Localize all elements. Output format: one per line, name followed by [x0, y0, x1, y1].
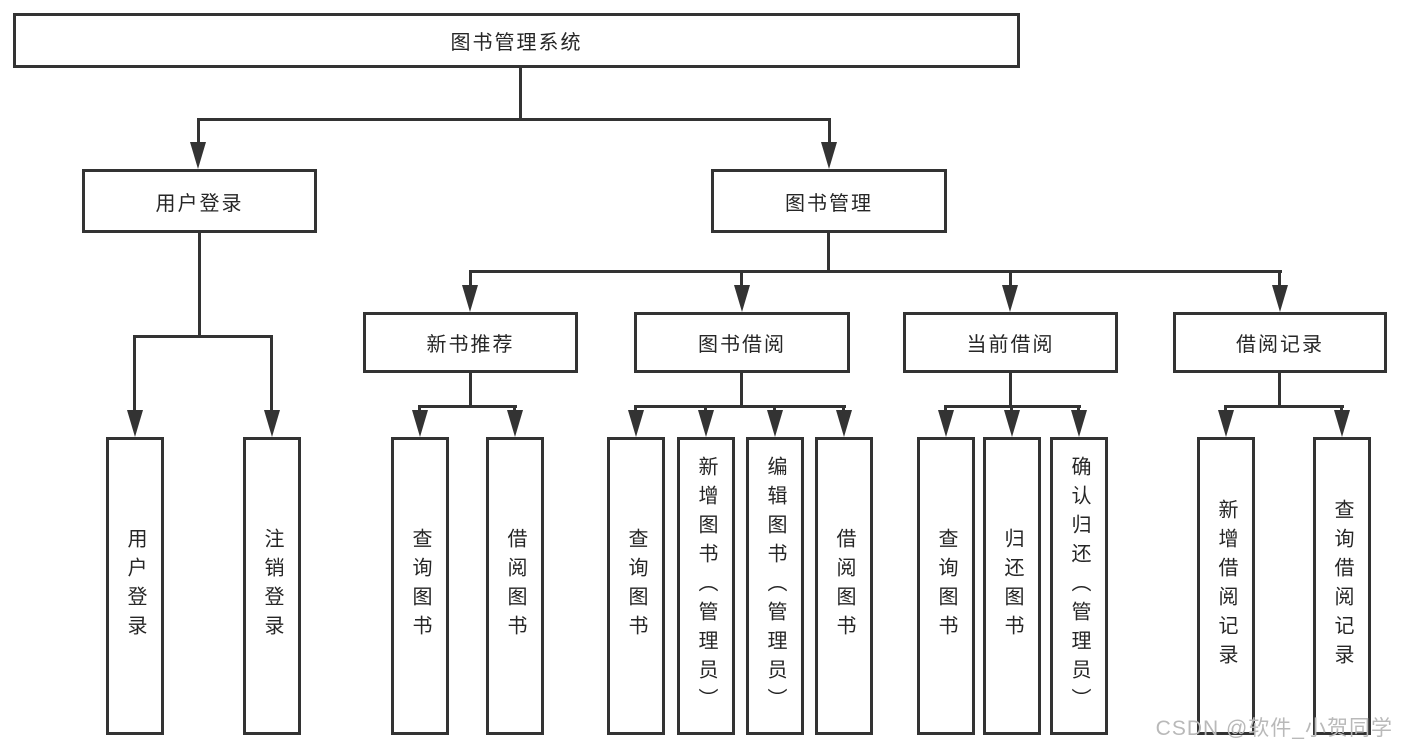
leaf-query-books-current-label: 查询图书	[935, 528, 957, 644]
arrowhead-g3-leaf4	[836, 410, 852, 437]
leaf-user-login: 用户登录	[106, 437, 164, 735]
connector-root-stem	[519, 68, 522, 118]
connector-g1-leaf2-stem	[270, 338, 273, 410]
watermark: CSDN @软件_小贺同学	[1155, 717, 1393, 740]
leaf-query-books-borrow-label: 查询图书	[625, 528, 647, 644]
connector-g1-leaf1-stem	[133, 338, 136, 410]
connector-g1-stem	[198, 232, 201, 335]
connector-newbook-stem	[469, 273, 472, 285]
node-current-borrow: 当前借阅	[903, 312, 1118, 373]
arrowhead-g3-leaf1	[628, 410, 644, 437]
leaf-edit-books-admin-label: 编辑图书（管理员）	[764, 455, 786, 717]
node-book-borrow: 图书借阅	[634, 312, 850, 373]
node-borrow-records: 借阅记录	[1173, 312, 1387, 373]
connector-g2-hline	[418, 405, 517, 408]
node-new-book-recommend-label: 新书推荐	[426, 334, 515, 356]
arrowhead-bookmgmt	[821, 142, 837, 169]
leaf-add-borrow-record: 新增借阅记录	[1197, 437, 1255, 735]
node-new-book-recommend: 新书推荐	[363, 312, 578, 373]
leaf-add-borrow-record-label: 新增借阅记录	[1215, 499, 1237, 673]
connector-level3-hline	[469, 270, 1282, 273]
arrowhead-userlogin	[190, 142, 206, 169]
leaf-logout: 注销登录	[243, 437, 301, 735]
arrowhead-g2-leaf2	[507, 410, 523, 437]
leaf-add-books-admin-label: 新增图书（管理员）	[695, 455, 717, 717]
arrowhead-newbook	[462, 285, 478, 312]
node-book-management-branch: 图书管理	[711, 169, 947, 233]
leaf-borrow-books: 借阅图书	[815, 437, 873, 735]
node-user-login-branch-label: 用户登录	[155, 192, 244, 215]
leaf-return-books-label: 归还图书	[1001, 528, 1023, 644]
connector-g4-stem	[1009, 373, 1012, 405]
leaf-query-books-recommend-label: 查询图书	[409, 528, 431, 644]
leaf-user-login-label: 用户登录	[124, 528, 146, 644]
node-borrow-records-label: 借阅记录	[1236, 334, 1324, 356]
connector-currentborrow-stem	[1009, 273, 1012, 285]
node-root: 图书管理系统	[13, 13, 1020, 68]
arrowhead-g5-leaf1	[1218, 410, 1234, 437]
leaf-return-books: 归还图书	[983, 437, 1041, 735]
leaf-query-borrow-record-label: 查询借阅记录	[1331, 499, 1353, 673]
connector-g2root-stem	[827, 232, 830, 270]
leaf-borrow-books-recommend: 借阅图书	[486, 437, 544, 735]
connector-g5-stem	[1278, 373, 1281, 405]
leaf-borrow-books-recommend-label: 借阅图书	[504, 528, 526, 644]
arrowhead-g4-leaf1	[938, 410, 954, 437]
node-book-management-branch-label: 图书管理	[785, 192, 873, 215]
arrowhead-g3-leaf3	[767, 410, 783, 437]
leaf-edit-books-admin: 编辑图书（管理员）	[746, 437, 804, 735]
connector-g3-hline	[634, 405, 846, 408]
connector-g3-stem	[740, 373, 743, 405]
connector-g1-hline	[133, 335, 273, 338]
connector-g5-hline	[1224, 405, 1344, 408]
connector-level2-hline	[197, 118, 831, 121]
leaf-query-books-borrow: 查询图书	[607, 437, 665, 735]
arrowhead-g2-leaf1	[412, 410, 428, 437]
leaf-borrow-books-label: 借阅图书	[833, 528, 855, 644]
connector-bookmgmt-stem	[828, 121, 831, 142]
arrowhead-borrowrecords	[1272, 285, 1288, 312]
leaf-logout-label: 注销登录	[261, 528, 283, 644]
node-book-borrow-label: 图书借阅	[698, 334, 786, 356]
arrowhead-bookborrow	[734, 285, 750, 312]
arrowhead-g4-leaf2	[1004, 410, 1020, 437]
connector-bookborrow-stem	[740, 273, 743, 285]
node-user-login-branch: 用户登录	[82, 169, 317, 233]
arrowhead-g3-leaf2	[698, 410, 714, 437]
arrowhead-g5-leaf2	[1334, 410, 1350, 437]
leaf-confirm-return-admin: 确认归还（管理员）	[1050, 437, 1108, 735]
node-current-borrow-label: 当前借阅	[966, 334, 1055, 356]
leaf-confirm-return-admin-label: 确认归还（管理员）	[1068, 455, 1090, 717]
leaf-add-books-admin: 新增图书（管理员）	[677, 437, 735, 735]
arrowhead-g4-leaf3	[1071, 410, 1087, 437]
connector-g4-hline	[944, 405, 1081, 408]
arrowhead-g1-leaf1	[127, 410, 143, 437]
node-root-label: 图书管理系统	[450, 32, 583, 54]
leaf-query-borrow-record: 查询借阅记录	[1313, 437, 1371, 735]
connector-g2-stem	[469, 373, 472, 405]
leaf-query-books-current: 查询图书	[917, 437, 975, 735]
leaf-query-books-recommend: 查询图书	[391, 437, 449, 735]
arrowhead-g1-leaf2	[264, 410, 280, 437]
connector-borrowrecords-stem	[1278, 273, 1281, 285]
connector-userlogin-stem	[197, 121, 200, 142]
arrowhead-currentborrow	[1002, 285, 1018, 312]
